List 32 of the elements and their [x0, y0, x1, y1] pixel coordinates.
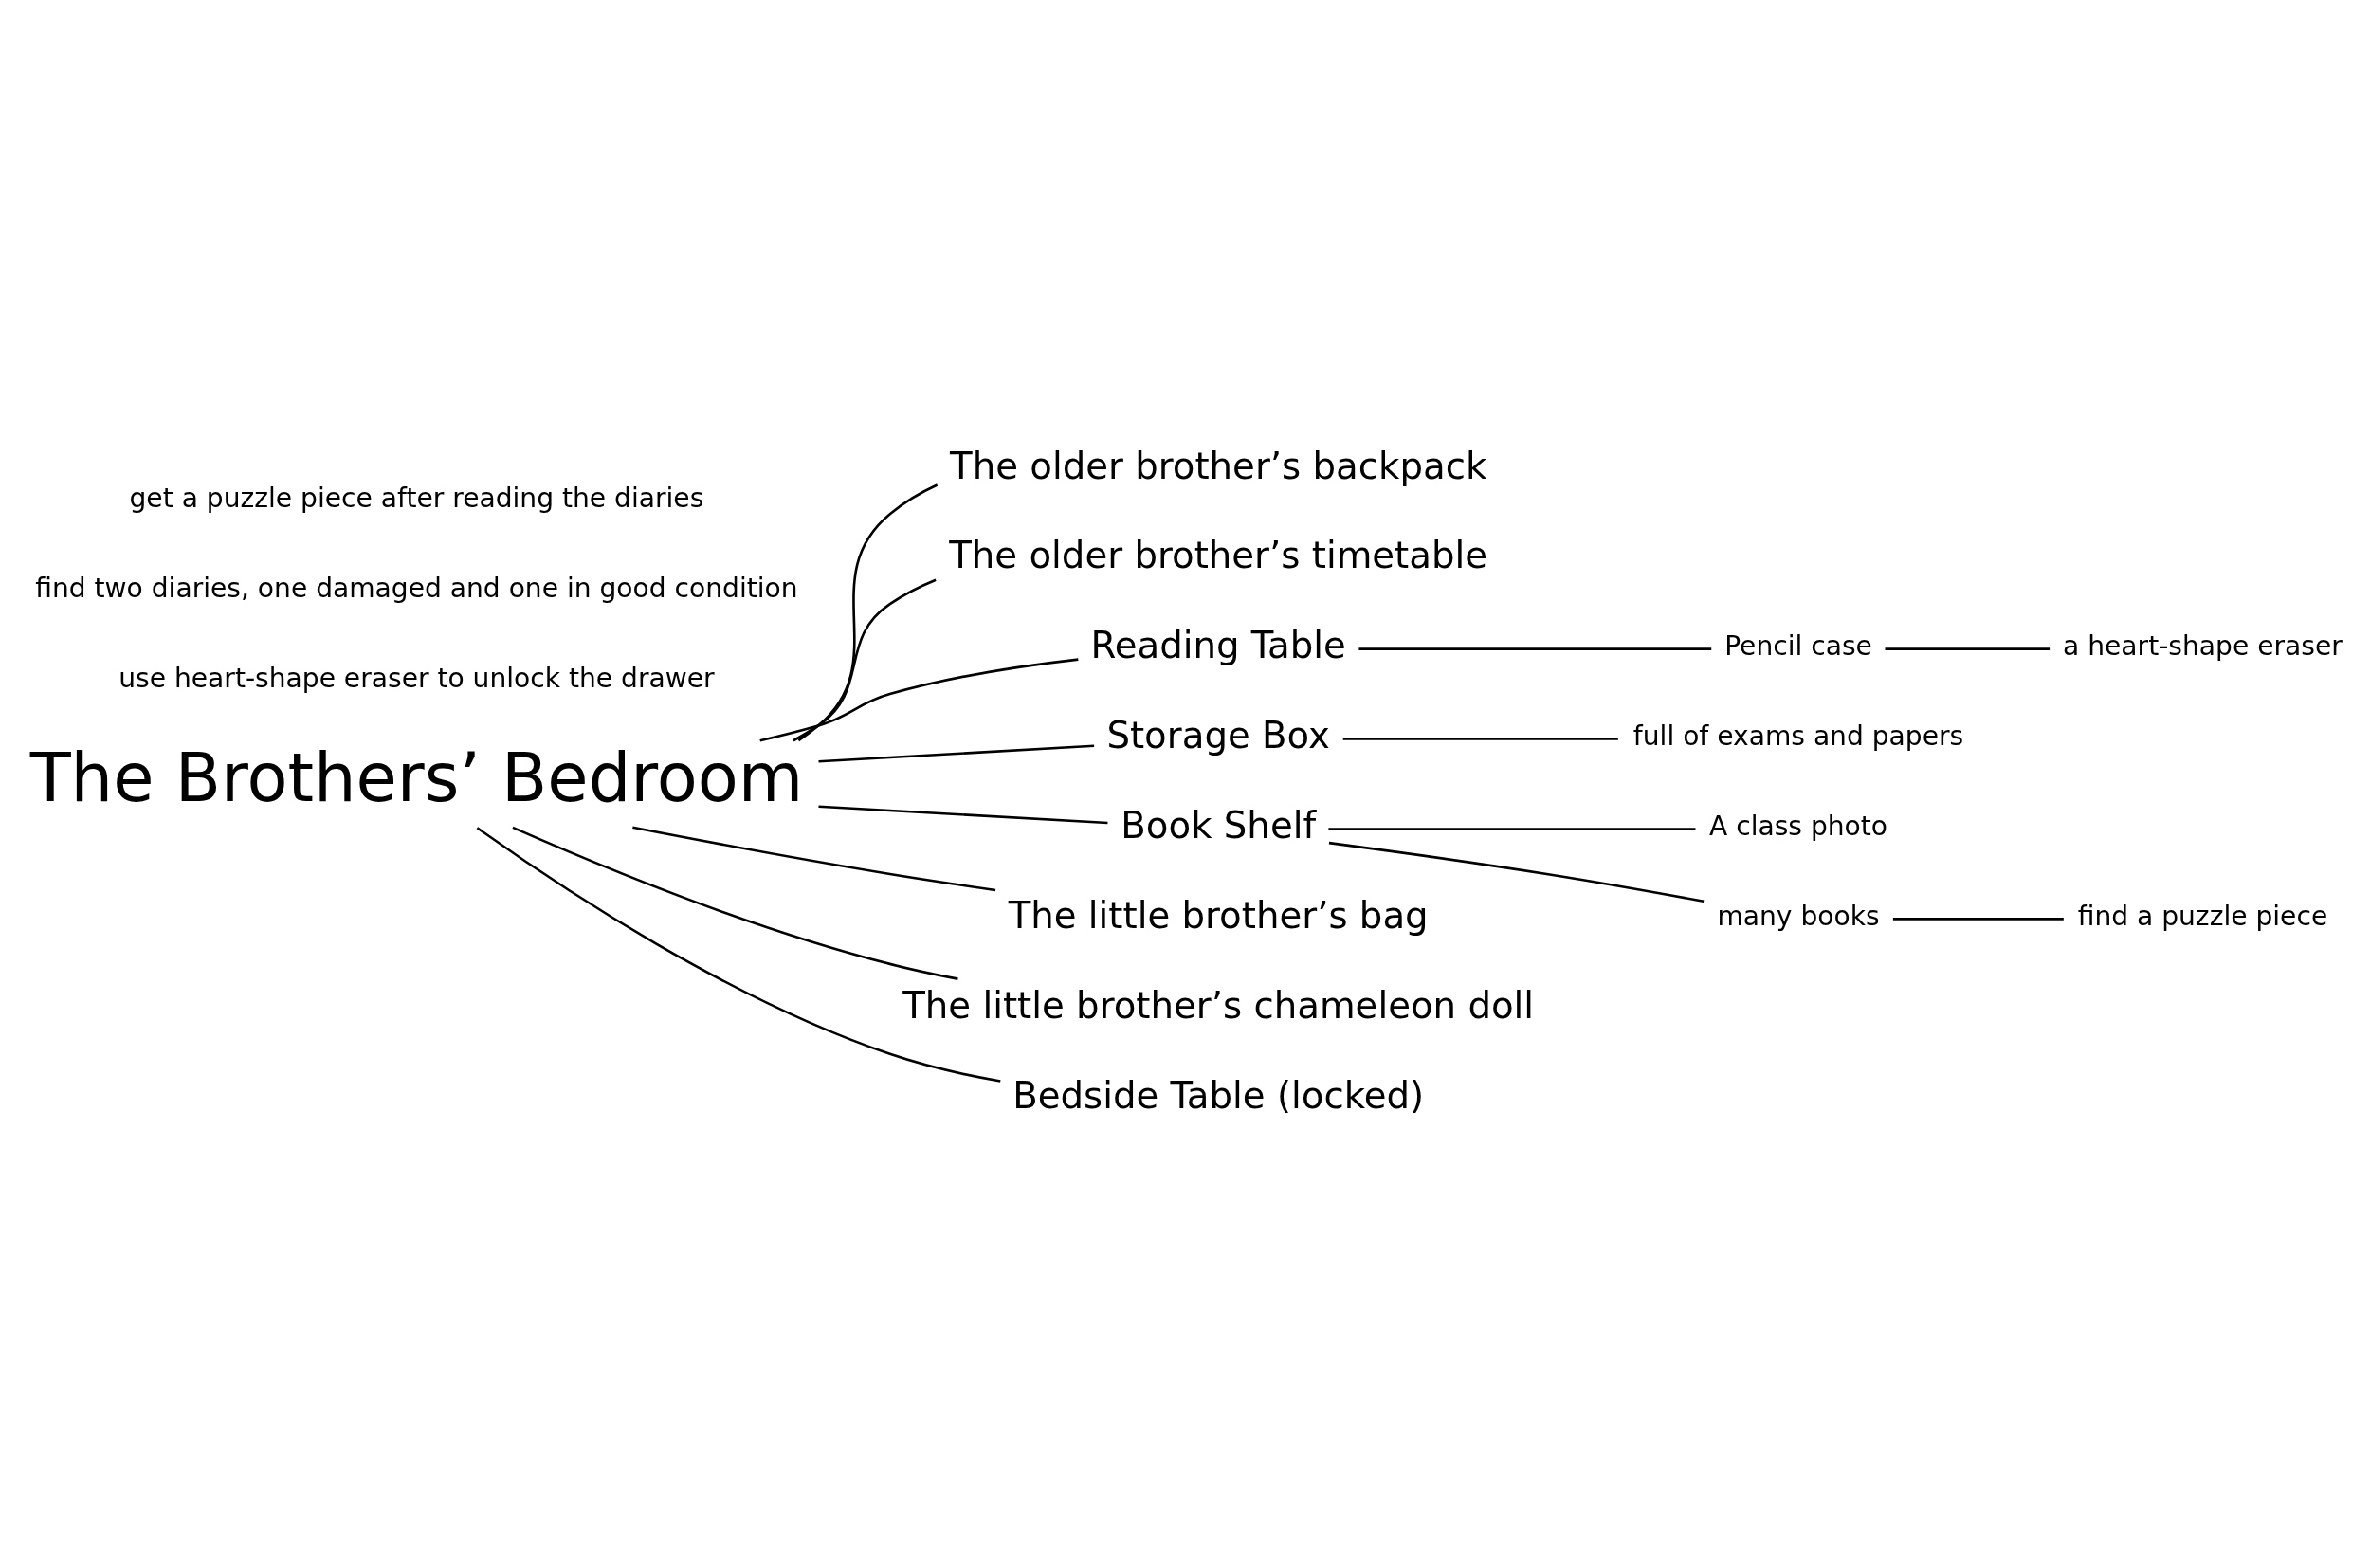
- node-text: The older brother’s backpack: [950, 444, 1487, 487]
- node-text: Storage Box: [1106, 714, 1330, 757]
- connector: [1328, 828, 1696, 830]
- node-text: Pencil case: [1724, 630, 1872, 663]
- node-text: The little brother’s bag: [1008, 894, 1429, 938]
- connector: [1885, 647, 2051, 650]
- connector: [818, 744, 1095, 763]
- node-text: many books: [1717, 901, 1880, 933]
- node-text: full of exams and papers: [1632, 720, 1964, 753]
- node-text: a heart-shape eraser: [2063, 630, 2343, 663]
- connector: [818, 805, 1108, 825]
- connector: [632, 826, 996, 892]
- connector: [797, 483, 939, 742]
- connector: [1342, 738, 1618, 740]
- node-text: find a puzzle piece: [2077, 901, 2328, 933]
- connector: [1358, 647, 1712, 650]
- node-text: A class photo: [1709, 811, 1888, 843]
- connector: [759, 658, 1079, 742]
- node-text: Book Shelf: [1121, 804, 1317, 848]
- connector: [512, 826, 958, 980]
- connector: [476, 827, 1001, 1083]
- node-text: Bedside Table (locked): [1012, 1074, 1425, 1118]
- label: use heart-shape eraser to unlock the drawer: [118, 662, 715, 694]
- connector: [1892, 918, 2064, 921]
- node-text: The Brothers’ Bedroom: [29, 738, 804, 817]
- label: get a puzzle piece after reading the diaries: [129, 482, 704, 514]
- node-text: The little brother’s chameleon doll: [902, 984, 1535, 1028]
- connector: [793, 578, 937, 742]
- label: find two diaries, one damaged and one in good condition: [35, 572, 798, 604]
- node-text: The older brother’s timetable: [949, 534, 1488, 577]
- node-text: Reading Table: [1090, 624, 1346, 667]
- connector: [1328, 841, 1705, 903]
